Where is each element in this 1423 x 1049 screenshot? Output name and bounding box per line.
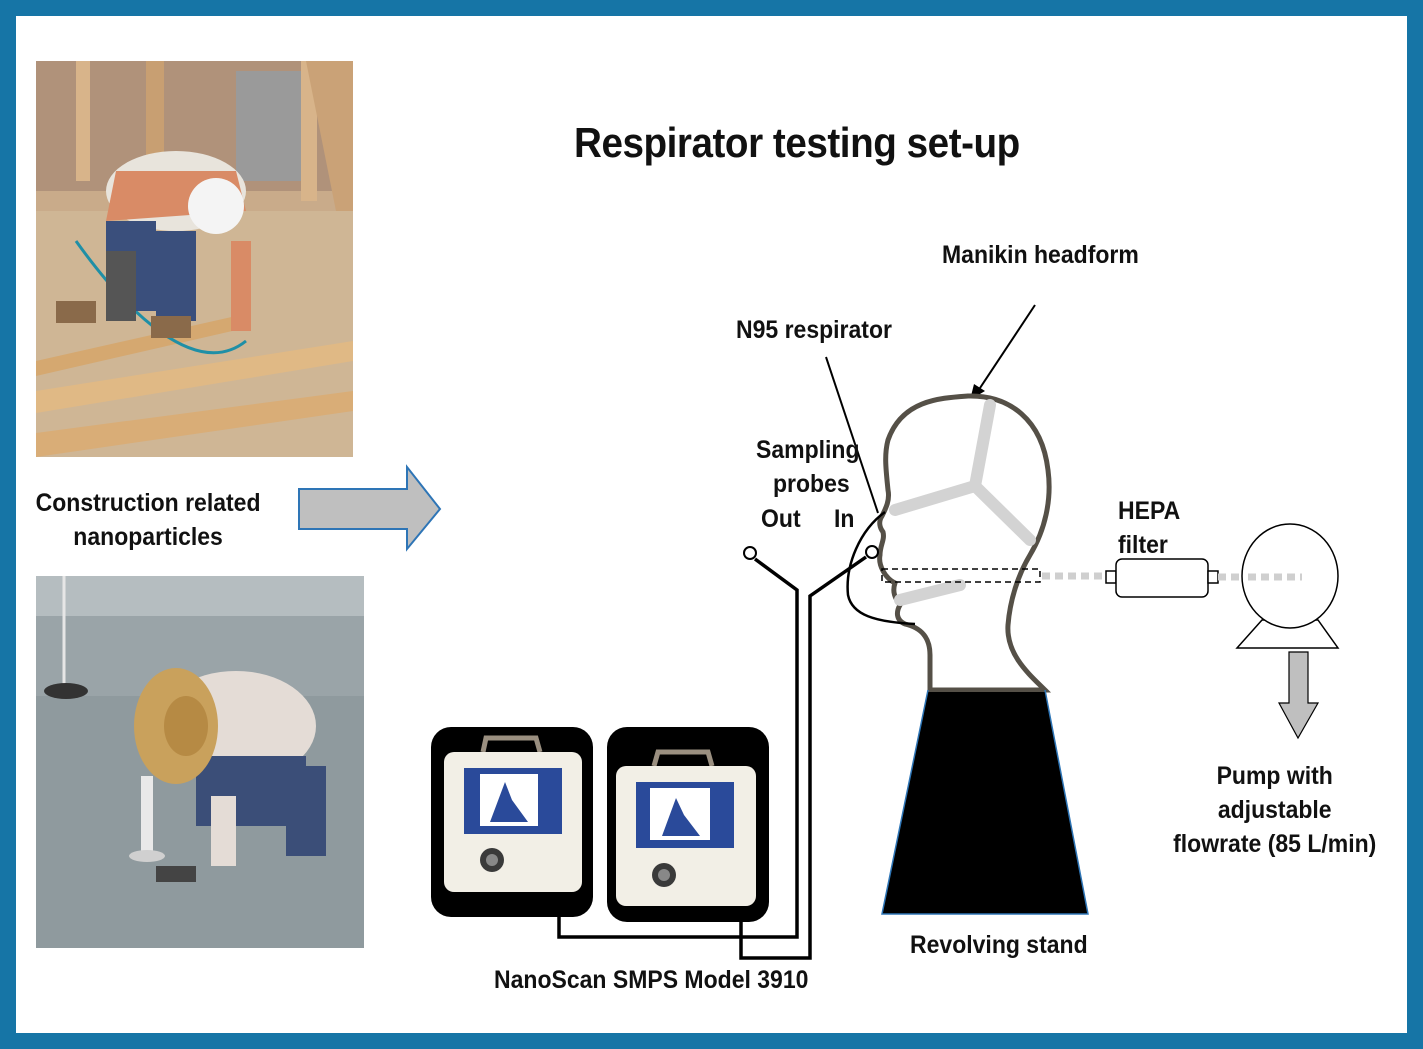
revolving-stand	[882, 690, 1088, 914]
label-hepa: HEPA	[1118, 497, 1181, 525]
internal-tube	[881, 568, 1041, 583]
sampling-tubes	[557, 555, 868, 960]
nanoscan-unit-2	[607, 727, 769, 922]
label-manikin-headform: Manikin headform	[942, 241, 1139, 269]
label-nanoscan: NanoScan SMPS Model 3910	[494, 966, 809, 994]
left-caption-line2: nanoparticles	[73, 523, 223, 551]
construction-photo-nailing-drawing	[36, 61, 353, 457]
label-pump-line1: Pump with	[1216, 762, 1333, 790]
label-filter: filter	[1118, 531, 1168, 559]
label-sampling: Sampling	[756, 436, 860, 464]
page-title: Respirator testing set-up	[574, 119, 1020, 166]
pump	[1235, 523, 1340, 649]
n95-pointer-line	[825, 356, 879, 514]
label-pump-line3: flowrate (85 L/min)	[1173, 830, 1377, 858]
construction-photo-nailing	[36, 61, 353, 457]
head-seam-lines	[889, 399, 1036, 606]
manikin-head	[877, 393, 1052, 693]
label-in: In	[834, 505, 855, 533]
nanoscan-unit-1	[431, 727, 593, 917]
label-probes: probes	[773, 470, 850, 498]
construction-photo-roofing-drawing	[36, 576, 364, 948]
label-n95-respirator: N95 respirator	[736, 316, 892, 344]
label-pump-line2: adjustable	[1217, 796, 1332, 824]
label-out: Out	[761, 505, 801, 533]
hepa-filter	[1105, 558, 1219, 598]
label-revolving-stand: Revolving stand	[910, 931, 1088, 959]
left-caption: Construction related nanoparticles	[34, 488, 262, 552]
construction-photo-roofing	[36, 576, 364, 948]
probe-out	[743, 546, 757, 560]
flow-arrow-right	[298, 464, 442, 552]
left-caption-line1: Construction related	[35, 489, 261, 517]
probe-in	[865, 545, 879, 559]
n95-mask	[846, 510, 916, 626]
pump-exhaust-arrow	[1277, 651, 1320, 740]
manikin-pointer-arrow	[970, 304, 1036, 400]
label-pump: Pump with adjustable flowrate (85 L/min)	[1168, 761, 1381, 859]
